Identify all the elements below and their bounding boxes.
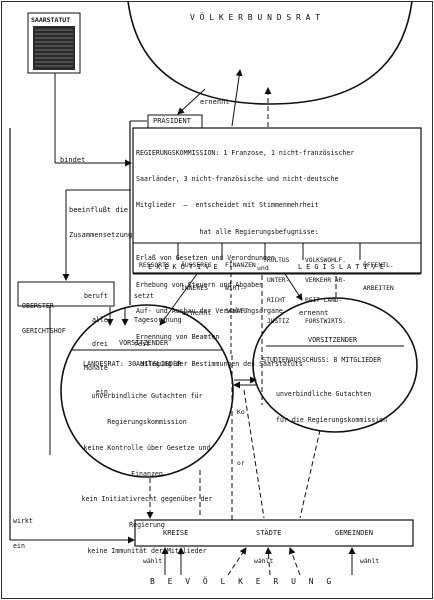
legislative-label: L E G I S L A T I V E (298, 263, 384, 271)
landesrat-title: LANDESRAT: 30 MITGLIEDER (83, 360, 182, 368)
wahl-box (134, 519, 414, 547)
studienausschuss-vorsitzender: VORSITZENDER (308, 336, 358, 344)
ressort-kultus: KULTUS UNTER- RICHT JUSTIZ (267, 256, 290, 325)
bevoelkerung-label: B E V Ö L K E R U N G (150, 577, 336, 586)
ressort-aeusseres: ÄUSSERES INNERES (181, 261, 212, 292)
ressort-volkswohlfahrt: VOLKSWOHLF. VERKEHR AR- BEIT LAND- FORST… (305, 256, 346, 325)
edge-beruft: beruft alle drei Monate ein (84, 292, 108, 396)
praesident-label: PRÄSIDENT (153, 117, 191, 125)
gerichtshof-box (17, 281, 115, 307)
wahl-kreise: KREISE (163, 529, 189, 537)
edge-wirkt-ein: wirkt ein (13, 516, 33, 551)
exekutive-label: E X E K U T I V E (148, 263, 218, 271)
regierungskommission-box (132, 127, 422, 274)
studienausschuss-circle (252, 297, 418, 433)
ressort-oeffentl-arbeiten: ÖFFENTL. ARBEITEN (363, 261, 394, 292)
wahl-gemeinden: GEMEINDEN (335, 529, 373, 537)
saarstatut-document (27, 12, 81, 74)
landesrat-vorsitzender: VORSITZENDER (119, 339, 169, 347)
saarstatut-label: SAARSTATUT (31, 16, 71, 24)
und-label: und (257, 264, 269, 272)
edge-ko: Ko or (237, 408, 245, 467)
edge-ernennt-vorsitz-sa: ernennt (299, 309, 329, 317)
edge-setzt: setzt Tagesordnung fest (134, 292, 182, 348)
studienausschuss-text: unverbindliche Gutachten für die Regieru… (276, 390, 388, 424)
landesrat-text: unverbindliche Gutachten für Regierungsk… (81, 392, 213, 555)
regierungskommission-text: REGIERUNGSKOMMISSION: 1 Franzose, 1 nich… (136, 148, 355, 368)
landesrat-circle (60, 304, 234, 478)
studienausschuss-title: STUDIENAUSSCHUSS: 8 MITGLIEDER (262, 356, 382, 364)
voelkerbundsrat-label: V Ö L K E R B U N D S R A T (190, 13, 321, 22)
gerichtshof-label: OBERSTER GERICHTSHOF (22, 301, 66, 336)
edge-bindet: bindet (60, 156, 86, 164)
edge-beeinflusst: beeinflußt die Zusammensetzung (69, 205, 133, 240)
edge-waehlt-mid: wählt (254, 557, 274, 565)
ressort-finanzen: FINANZEN WIRT- SCHAFT (225, 261, 256, 315)
ressort-ressorts: RESSORTS (139, 261, 170, 270)
voelkerbundsrat-arc (127, 0, 413, 105)
edge-waehlt-right: wählt (360, 557, 380, 565)
wahl-staedte: STÄDTE (256, 529, 282, 537)
edge-waehlt-left: wählt (143, 557, 163, 565)
edge-ernennt-praesident: ernennt (200, 98, 230, 106)
edge-ernennt-vorsitz-lr: ernennt (182, 309, 212, 317)
